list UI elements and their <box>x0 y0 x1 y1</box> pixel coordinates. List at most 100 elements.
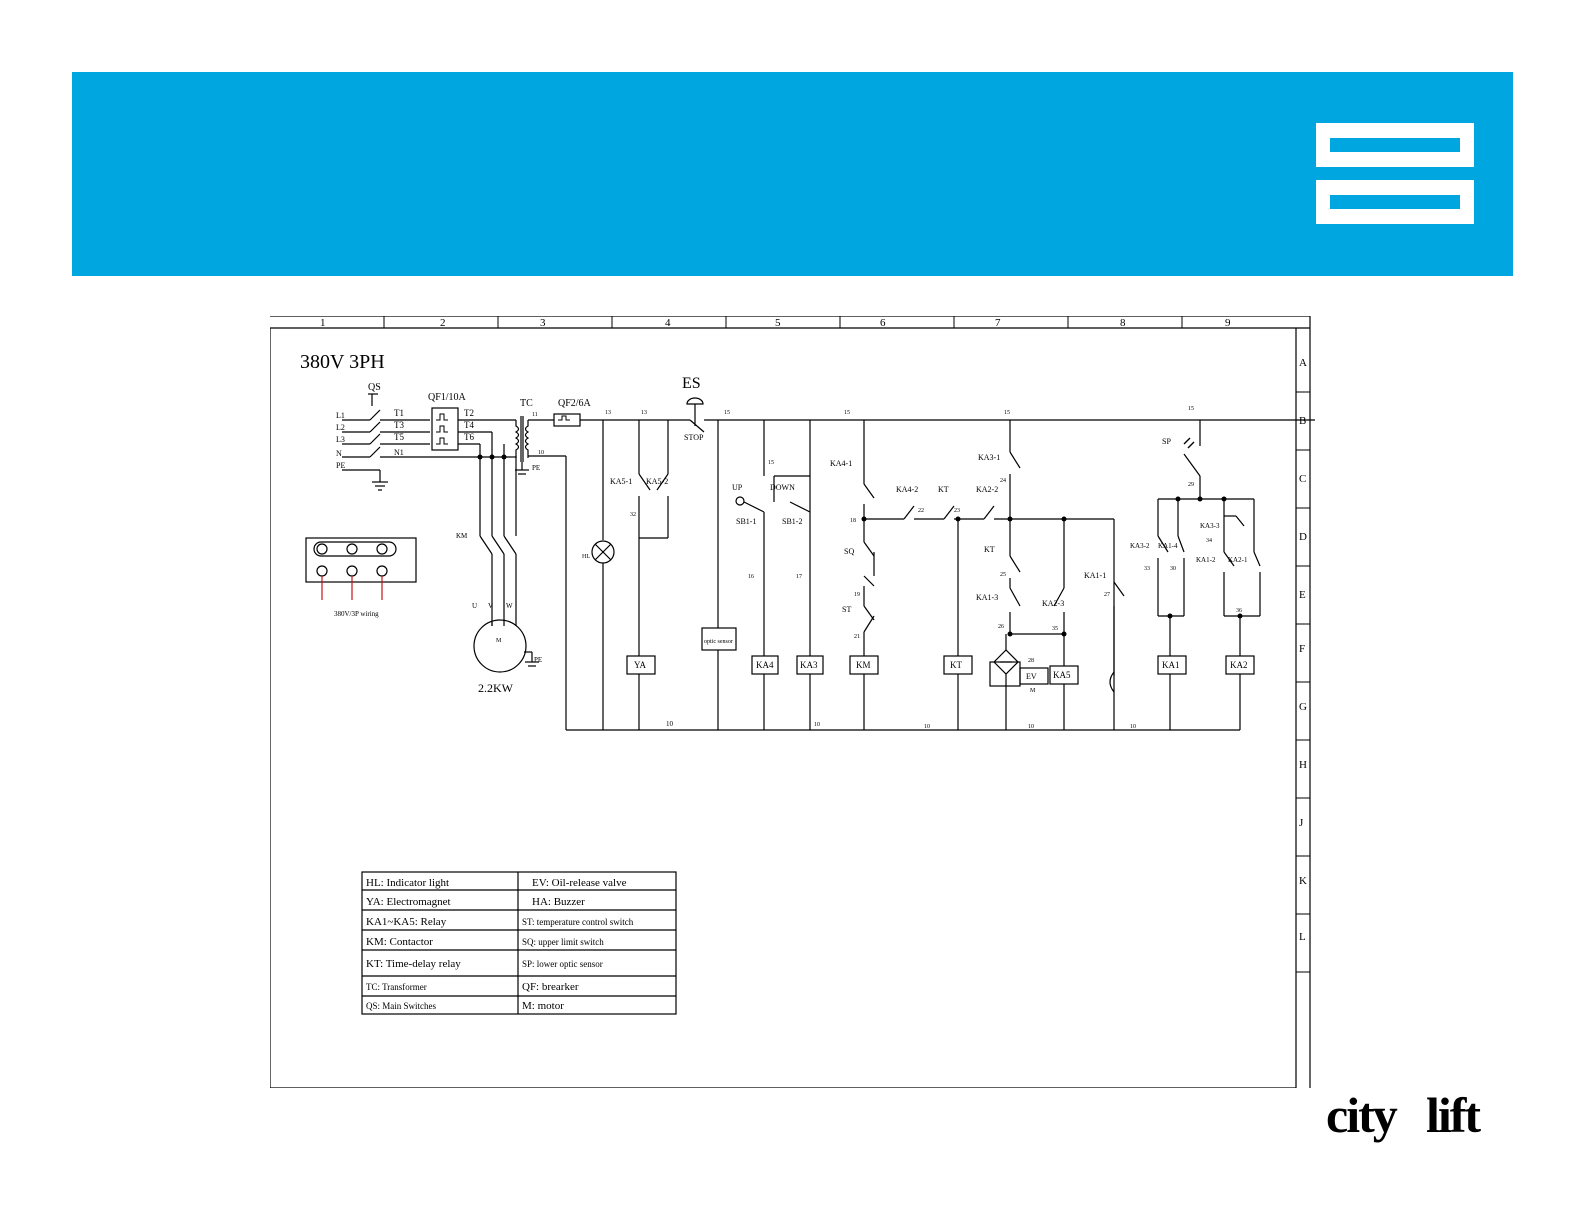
legend-cell: QS: Main Switches <box>366 1001 436 1011</box>
legend-cell: HA: Buzzer <box>532 896 585 908</box>
label-wire-22: 22 <box>918 508 924 514</box>
row-label: H <box>1299 759 1307 771</box>
legend-cell: TC: Transformer <box>366 982 427 992</box>
label-ka3-1: KA3-1 <box>978 453 1000 462</box>
label-wire-10: 10 <box>924 724 930 730</box>
coil-ka4: KA4 <box>756 660 774 670</box>
label-wire-24: 24 <box>1000 478 1006 484</box>
column-label: 1 <box>320 317 326 329</box>
label-wire-10: 10 <box>666 720 674 728</box>
label-m-small: M <box>1030 688 1036 694</box>
brand-city: city <box>1326 1087 1398 1143</box>
label-motor-power: 2.2KW <box>478 681 514 695</box>
label-optic-sensor: optic sensor <box>704 639 733 645</box>
label-wire-13: 13 <box>605 410 611 416</box>
coil-ka1: KA1 <box>1162 660 1180 670</box>
label-wire-35: 35 <box>1052 626 1058 632</box>
label-wire-30: 30 <box>1170 566 1176 572</box>
column-label: 4 <box>665 317 671 329</box>
label-wire-13: 13 <box>641 410 647 416</box>
legend-cell: KA1~KA5: Relay <box>366 916 447 928</box>
column-label: 3 <box>540 317 546 329</box>
label-wire-23: 23 <box>954 508 960 514</box>
label-sb1-2: SB1-2 <box>782 517 802 526</box>
label-l2: L2 <box>336 423 345 432</box>
label-t1: T1 <box>394 408 404 418</box>
label-wire-10: 10 <box>814 722 820 728</box>
label-tc-10: 10 <box>538 450 544 456</box>
label-t3: T3 <box>394 420 404 430</box>
label-wire-16: 15 <box>1004 410 1010 416</box>
label-m: M <box>496 638 502 644</box>
label-kt: KT <box>938 485 949 494</box>
column-label: 6 <box>880 317 886 329</box>
label-st: ST <box>842 605 851 614</box>
legend-cell: EV: Oil-release valve <box>532 877 627 889</box>
label-ka3-2: KA3-2 <box>1130 542 1150 550</box>
row-label: K <box>1299 875 1307 887</box>
label-wire-15: 15 <box>724 410 730 416</box>
label-sb1-1: SB1-1 <box>736 517 756 526</box>
label-wire-15: 15 <box>844 410 850 416</box>
row-label: B <box>1299 415 1306 427</box>
label-wire-10: 10 <box>1028 724 1034 730</box>
row-label: F <box>1299 643 1305 655</box>
brand-lift: lift <box>1426 1087 1481 1143</box>
label-kt: KT <box>984 545 995 554</box>
label-wire-16: 16 <box>748 574 754 580</box>
label-ka5-2: KA5-2 <box>646 477 668 486</box>
label-t4: T4 <box>464 420 474 430</box>
label-v: V <box>488 602 493 610</box>
label-qf1: QF1/10A <box>428 392 467 403</box>
column-label: 7 <box>995 317 1001 329</box>
coil-ev: EV <box>1026 672 1037 681</box>
label-motor-pe: PE <box>534 656 542 664</box>
label-qf2: QF2/6A <box>558 398 592 409</box>
legend-cell: YA: Electromagnet <box>366 896 451 908</box>
label-u: U <box>472 602 477 610</box>
label-hl: HL <box>582 554 590 560</box>
label-wire-21: 21 <box>854 634 860 640</box>
label-l1: L1 <box>336 411 345 420</box>
label-wire-15: 15 <box>768 460 774 466</box>
label-n1: N1 <box>394 448 404 457</box>
column-label: 2 <box>440 317 446 329</box>
motor-branch <box>473 432 539 673</box>
coil-km: KM <box>856 660 871 670</box>
label-ka4-1: KA4-1 <box>830 459 852 468</box>
label-l3: L3 <box>336 435 345 444</box>
wiring-note: 380V/3P wiring <box>334 610 379 618</box>
label-wire-33: 33 <box>1144 566 1150 572</box>
label-up: UP <box>732 483 743 492</box>
legend-cell: KM: Contactor <box>366 936 433 948</box>
legend-cell: HL: Indicator light <box>366 877 449 889</box>
label-ka3-3: KA3-3 <box>1200 522 1220 530</box>
row-label: L <box>1299 931 1306 943</box>
label-t6: T6 <box>464 432 474 442</box>
row-label: A <box>1299 357 1307 369</box>
legend-table <box>361 871 677 1015</box>
diagram-title: 380V 3PH <box>300 351 385 373</box>
label-wire-29: 29 <box>1188 482 1194 488</box>
label-n: N <box>336 449 342 458</box>
coil-kt: KT <box>950 660 962 670</box>
label-tc: TC <box>520 398 533 409</box>
label-wire-27: 27 <box>1104 592 1110 598</box>
label-t5: T5 <box>394 432 404 442</box>
wiring-diagram-sheet: 1 2 3 4 5 6 7 8 9 A B C D E F G H J K L … <box>270 316 1316 1088</box>
row-label: G <box>1299 701 1307 713</box>
label-wire-19: 19 <box>854 592 860 598</box>
label-km: KM <box>456 532 468 540</box>
label-ka5-1: KA5-1 <box>610 477 632 486</box>
row-label: J <box>1299 817 1304 829</box>
diagram-frame <box>270 316 1311 1088</box>
control-circuit <box>566 420 1261 731</box>
legend-cell: SP: lower optic sensor <box>522 959 603 969</box>
row-label: E <box>1299 589 1306 601</box>
label-wire-17: 17 <box>796 574 802 580</box>
label-stop: STOP <box>684 433 704 442</box>
label-ka2-3: KA2-3 <box>1042 599 1064 608</box>
label-pe: PE <box>336 461 345 470</box>
label-wire-15: 15 <box>1188 406 1194 412</box>
legend-cell: KT: Time-delay relay <box>366 958 461 970</box>
